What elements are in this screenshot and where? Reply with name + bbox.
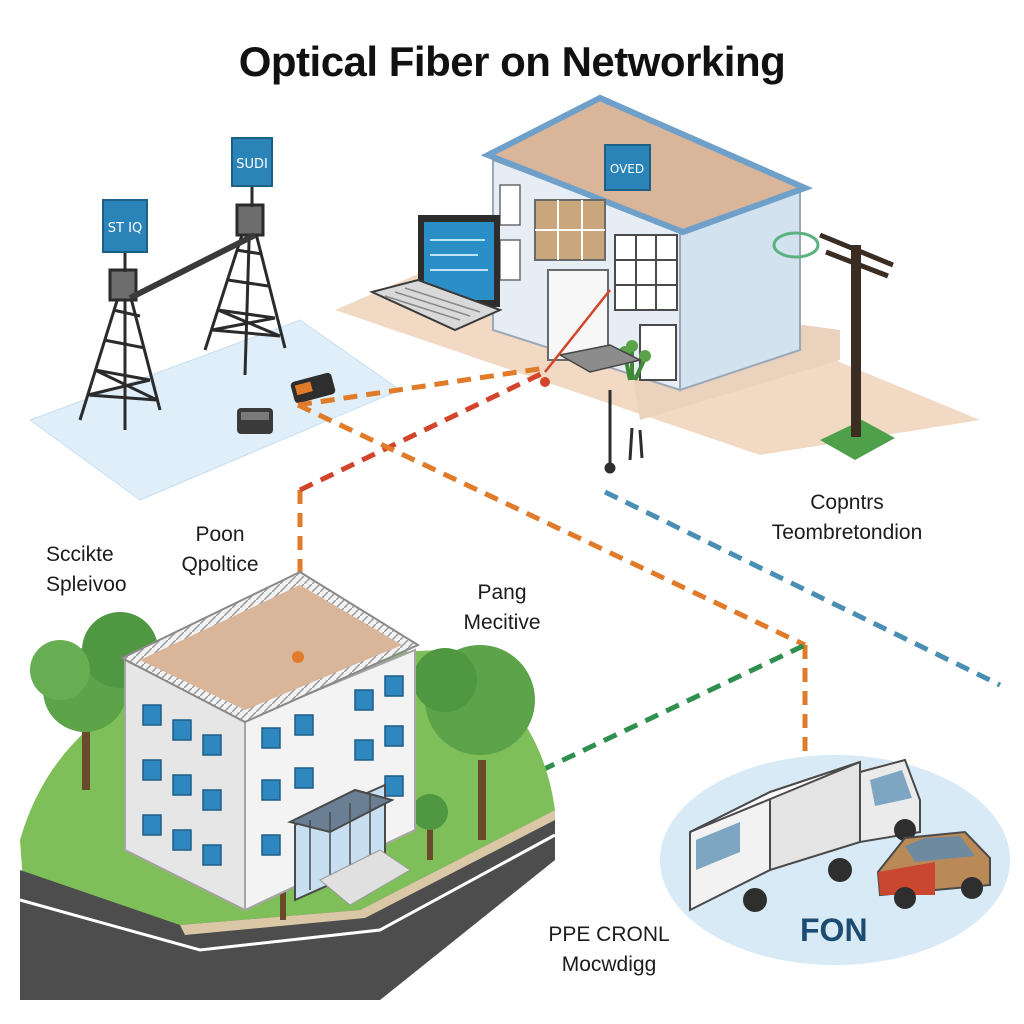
label-vehicle-zone: FON xyxy=(800,912,868,948)
fiber-link-diagonal xyxy=(296,402,807,648)
laptop-icon xyxy=(369,215,503,332)
label-bottom: PPE CRONL Mocwdigg xyxy=(534,920,684,980)
vehicle-zone xyxy=(660,755,1010,965)
label-top-right-line2: Teombretondion xyxy=(771,521,923,544)
fiber-link-entry xyxy=(544,289,611,373)
entrance xyxy=(287,783,411,906)
fiber-links xyxy=(296,289,1002,793)
fiber-splice-device-icon xyxy=(237,408,273,434)
label-center: Pang Mecitive xyxy=(454,578,550,638)
car-icon xyxy=(876,830,991,909)
sign-tower-right: SUDI xyxy=(231,137,273,187)
campus-area xyxy=(19,570,556,1000)
fiber-link-blue xyxy=(603,489,1002,688)
utility-pole-icon xyxy=(772,231,895,460)
label-left-line2: Spleivoo xyxy=(46,573,127,596)
fiber-link-tower-building xyxy=(297,365,546,408)
tower-crossbeam xyxy=(128,232,257,301)
label-left-line1: Sccikte xyxy=(46,543,114,566)
tree-icon xyxy=(412,794,448,860)
sign-tower-right-text: SUDI xyxy=(236,157,268,172)
tree-icon xyxy=(413,645,535,840)
label-center-left: Poon Qpoltice xyxy=(172,520,268,580)
fiber-link-green xyxy=(498,642,807,793)
roof-node xyxy=(292,651,304,663)
label-bottom-line2: Mocwdigg xyxy=(561,953,657,976)
label-center-line2: Mecitive xyxy=(463,611,541,634)
page-title: Optical Fiber on Networking xyxy=(238,38,786,85)
sign-tower-left: ST IQ xyxy=(102,199,148,253)
label-left: Sccikte Spleivoo xyxy=(46,540,127,600)
office-building-icon: OVED xyxy=(335,94,980,455)
tower-site: ST IQ SUDI xyxy=(28,137,402,501)
label-center-line1: Pang xyxy=(477,581,527,604)
label-top-right-line1: Copntrs xyxy=(810,491,884,514)
plant-icon xyxy=(619,340,651,381)
splice-point xyxy=(540,377,550,387)
label-center-left-line2: Qpoltice xyxy=(181,553,259,576)
truck-icon xyxy=(689,758,921,912)
label-bottom-line1: PPE CRONL xyxy=(548,923,670,946)
label-center-left-line1: Poon xyxy=(195,523,245,546)
sign-tower-left-text: ST IQ xyxy=(108,221,142,236)
drop-cable xyxy=(604,390,644,474)
label-top-right: Copntrs Teombretondion xyxy=(762,488,932,548)
sign-building-text: OVED xyxy=(610,162,644,176)
fiber-splice-device-icon xyxy=(290,372,336,404)
